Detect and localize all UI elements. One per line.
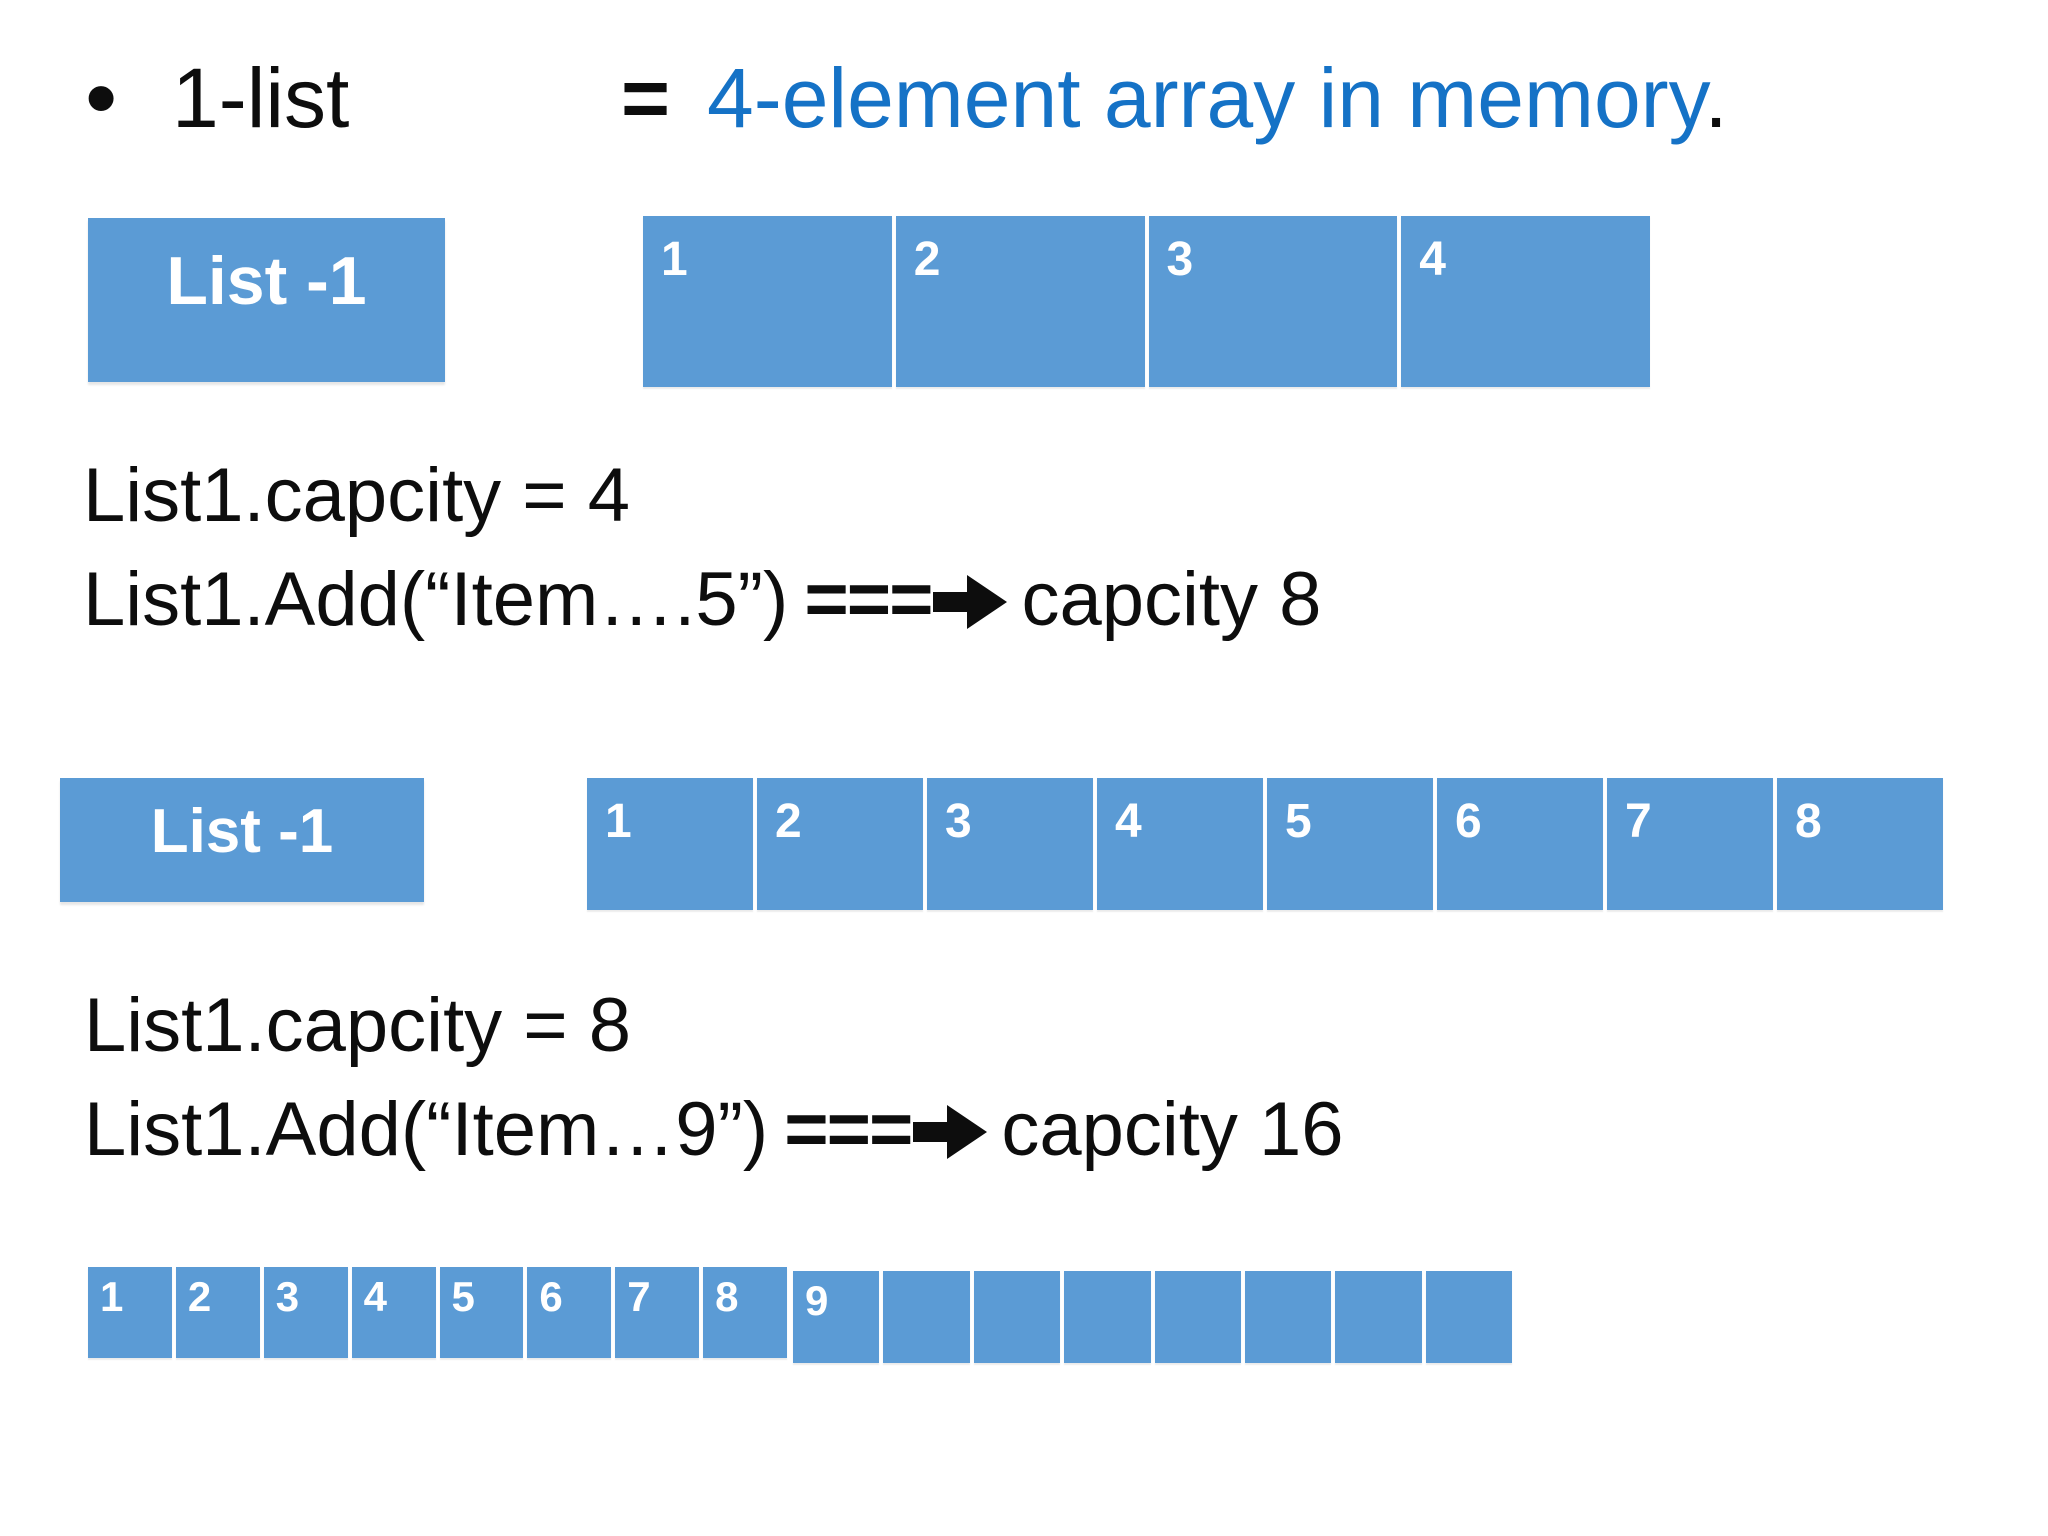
title-equals: = [621, 51, 671, 145]
list-label-box-1: List -1 [88, 218, 445, 382]
array-cell: 1 [88, 1267, 172, 1358]
list-label-2: List -1 [150, 797, 334, 866]
array-cell: 8 [703, 1267, 787, 1358]
title-period: . [1704, 51, 1728, 145]
array-cell: 3 [927, 778, 1093, 910]
add-code-1: List1.Add(“Item….5”) [83, 557, 789, 642]
triple-equals-1: === [804, 557, 933, 642]
add-line-2: List1.Add(“Item…9”)=== capcity 16 [84, 1086, 1344, 1173]
array-cell: 2 [757, 778, 923, 910]
capacity-line-1: List1.capcity = 4 [83, 453, 631, 538]
list-label-box-2: List -1 [60, 778, 424, 902]
array-cell: 4 [1401, 216, 1650, 387]
array-cell: 7 [1607, 778, 1773, 910]
triple-equals-2: === [784, 1087, 913, 1172]
array-cell [1425, 1271, 1512, 1363]
bullet-icon: • [85, 47, 118, 149]
capacity-line-2: List1.capcity = 8 [84, 983, 632, 1068]
array-cell [883, 1271, 970, 1363]
array-cell [973, 1271, 1061, 1363]
array-cell: 7 [615, 1267, 700, 1358]
array-cell: 9 [793, 1271, 880, 1363]
array-cell: 6 [527, 1267, 612, 1358]
title-line: • 1-list = 4-element array in memory. [0, 47, 2048, 172]
array-cell: 5 [1267, 778, 1433, 910]
array-cell: 8 [1777, 778, 1943, 910]
array-cell: 1 [587, 778, 753, 910]
array-cell: 2 [895, 216, 1145, 387]
array-cell [1335, 1271, 1422, 1363]
array-cell: 5 [439, 1267, 524, 1358]
arrow-right-icon [913, 1086, 988, 1173]
array-cell [1154, 1271, 1241, 1363]
add-line-1: List1.Add(“Item….5”)=== capcity 8 [83, 556, 1321, 643]
array-cell: 6 [1437, 778, 1603, 910]
array-cell: 4 [1097, 778, 1263, 910]
add-result-1: capcity 8 [1021, 557, 1322, 642]
array-cell: 2 [175, 1267, 260, 1358]
array-cell: 3 [1148, 216, 1398, 387]
title-definition: 4-element array in memory. [707, 52, 1728, 144]
array-cell: 1 [643, 216, 892, 387]
list-label-1: List -1 [166, 243, 367, 319]
array-cell: 4 [351, 1267, 436, 1358]
arrow-right-icon [933, 556, 1008, 643]
array-16-cells-right-group: 9 [793, 1271, 1512, 1363]
array-cell: 3 [263, 1267, 348, 1358]
add-result-2: capcity 16 [1001, 1087, 1344, 1172]
array-cell [1064, 1271, 1151, 1363]
title-definition-text: 4-element array in memory [707, 51, 1705, 145]
array-cell [1244, 1271, 1332, 1363]
title-term: 1-list [172, 51, 350, 145]
add-code-2: List1.Add(“Item…9”) [84, 1087, 769, 1172]
